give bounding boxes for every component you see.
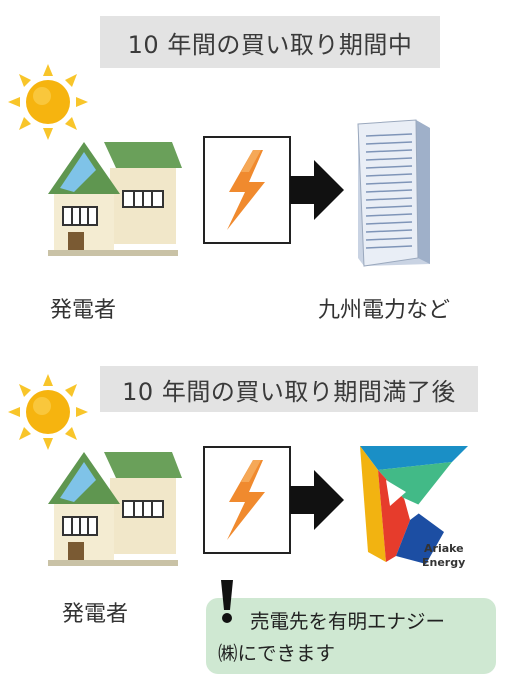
sun-icon	[8, 374, 88, 450]
buyer-label: 九州電力など	[318, 298, 451, 323]
lightning-bolt-icon	[227, 460, 265, 540]
arrow-right-icon	[290, 160, 344, 220]
lightning-bolt-icon	[227, 150, 265, 230]
house-icon	[48, 142, 182, 256]
note-line-1: 売電先を有明エナジー	[250, 610, 446, 633]
banner-purchase-period: 10 年間の買い取り期間中	[100, 16, 440, 68]
logo-text-ariake: Ariake	[424, 542, 464, 555]
exclamation-icon	[221, 580, 233, 623]
generator-label: 発電者	[62, 602, 129, 627]
banner-after-purchase-period: 10 年間の買い取り期間満了後	[100, 366, 478, 412]
office-building-icon	[357, 119, 430, 267]
logo-text-energy: Energy	[422, 556, 466, 569]
generator-label: 発電者	[50, 298, 117, 323]
arrow-right-icon	[290, 470, 344, 530]
sun-icon	[8, 64, 88, 140]
company-logo: Ariake Energy	[356, 440, 480, 572]
electricity-box	[203, 136, 291, 244]
house-icon	[48, 452, 182, 566]
logo-mark	[360, 446, 468, 564]
note-line-2: ㈱にできます	[218, 642, 336, 665]
electricity-box	[203, 446, 291, 554]
note-box: 売電先を有明エナジー ㈱にできます	[206, 598, 496, 674]
